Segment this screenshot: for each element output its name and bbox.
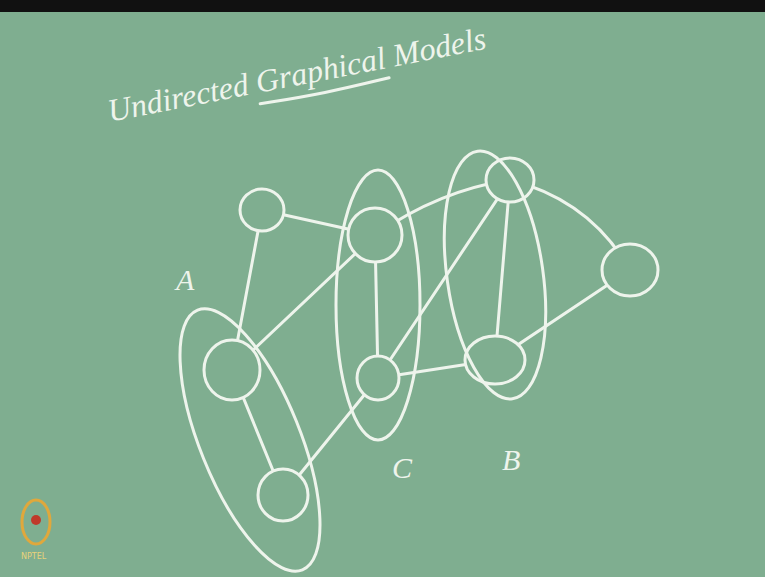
logo-center — [31, 515, 41, 525]
group-letter: C — [392, 451, 412, 484]
ellipse-stroke — [336, 170, 420, 440]
title-group: Undirected Graphical Models — [104, 19, 489, 130]
ellipse-stroke — [430, 145, 560, 406]
group-ellipse: A — [160, 255, 340, 577]
logo — [22, 500, 50, 544]
graph-vertices — [204, 158, 658, 521]
ellipse-outline — [330, 165, 430, 488]
logo-caption: NPTEL — [21, 553, 46, 561]
graph-vertex — [348, 208, 402, 262]
graph-edge — [495, 180, 510, 360]
graph-vertex — [204, 340, 260, 400]
group-letter: A — [176, 263, 194, 296]
graph-vertex — [486, 158, 534, 202]
graph-vertex — [357, 356, 399, 400]
graph-vertex — [240, 189, 284, 231]
logo-ring — [22, 500, 50, 544]
group-ellipse: C — [330, 165, 430, 488]
ellipse-outline — [160, 255, 340, 577]
top-bar — [0, 0, 765, 12]
ellipse-outline — [440, 145, 555, 485]
title: Undirected Graphical Models — [104, 19, 489, 130]
group-ellipse: B — [440, 145, 555, 485]
group-letter: B — [502, 443, 520, 476]
ellipse-stroke — [151, 291, 349, 577]
graph-vertex — [465, 336, 525, 384]
graph-vertex — [602, 244, 658, 296]
graph-edges — [232, 180, 630, 495]
graph-vertex — [258, 469, 308, 521]
